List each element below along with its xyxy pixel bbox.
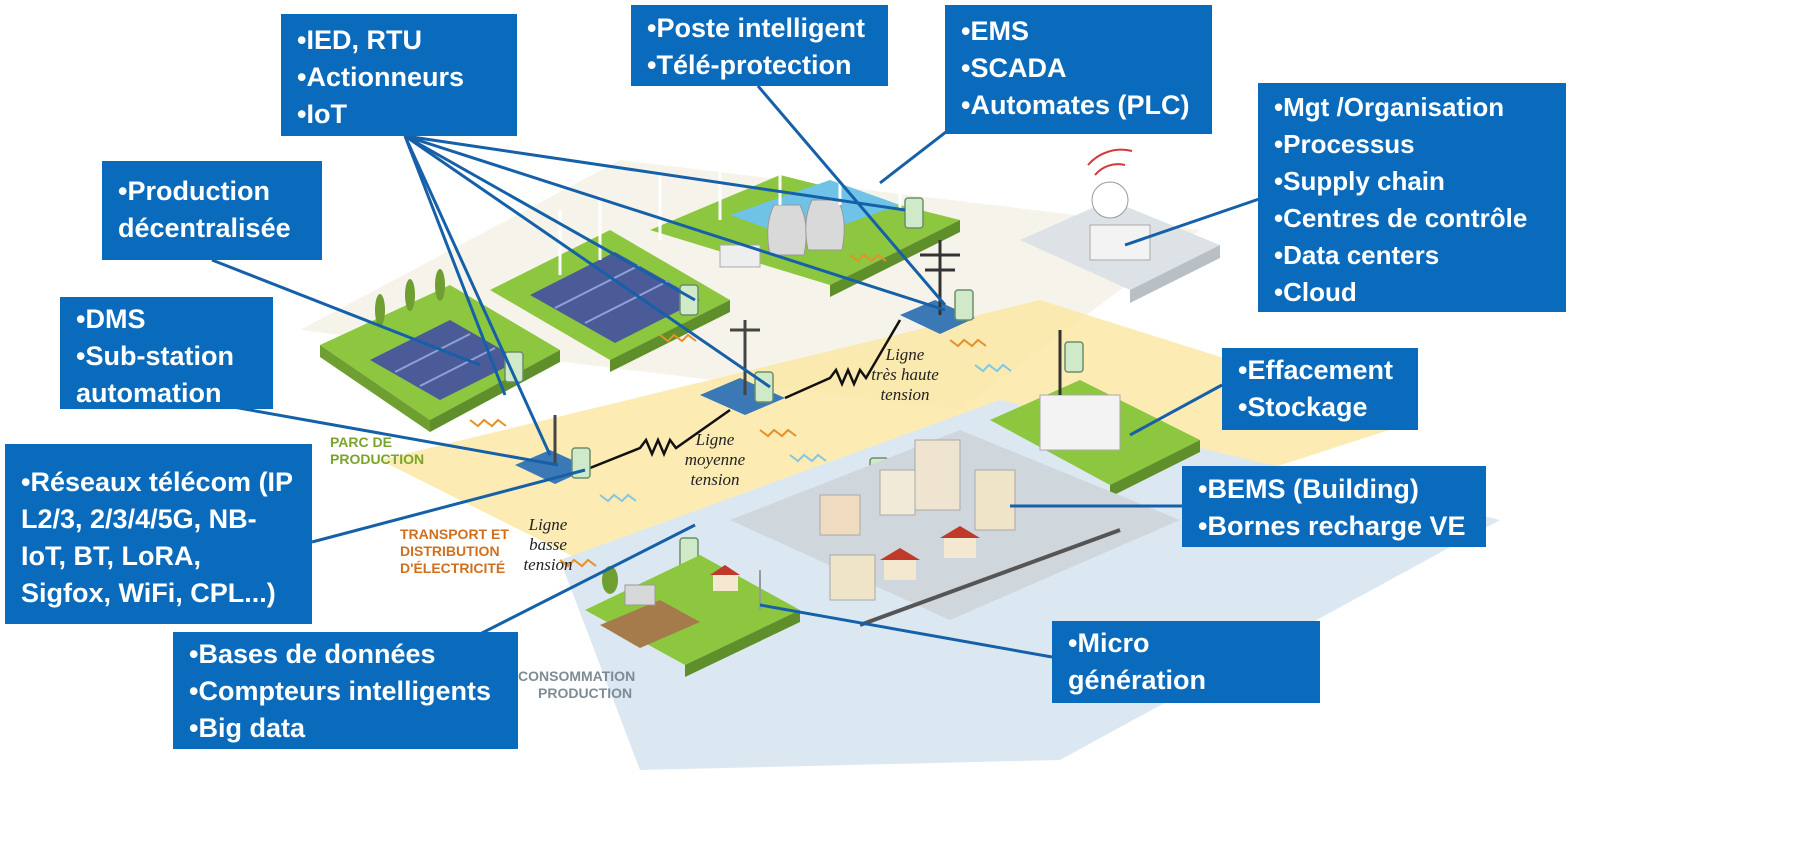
line-label-tres-haute: Ligne très haute tension [871,345,939,404]
callout-effacement-item: Stockage [1238,389,1402,426]
substation-lv [515,415,590,484]
callout-ied: IED, RTU Actionneurs IoT [281,14,517,136]
substation-hv [900,240,975,334]
radio-links [469,253,987,568]
callout-ems-item: EMS [961,13,1196,50]
svg-text:tension: tension [690,470,739,489]
zone-label-consommation: CONSOMMATION PRODUCTION [518,668,635,702]
callout-dms-item: DMS [76,301,257,338]
zone-label-parc-line1: PARC DE [330,434,392,450]
callout-ied-item: Actionneurs [297,59,501,96]
callout-production-item: décentralisée [118,213,291,243]
callout-mgt-item: Mgt /Organisation [1274,89,1550,126]
zone-label-consommation-line1: CONSOMMATION [518,668,636,684]
callout-mgt: Mgt /Organisation Processus Supply chain… [1258,83,1566,312]
callout-bems-item: BEMS (Building) [1198,471,1470,508]
callout-ied-item: IoT [297,96,501,133]
callout-bases: Bases de données Compteurs intelligents … [173,632,518,749]
svg-text:tension: tension [523,555,572,574]
callout-bases-item: Bases de données [189,636,502,673]
callout-ems: EMS SCADA Automates (PLC) [945,5,1212,134]
callout-dms-item: Sub-station [76,338,257,375]
callout-poste: Poste intelligent Télé-protection [631,5,888,86]
callout-bases-item: Compteurs intelligents [189,673,502,710]
callout-ems-item: SCADA [961,50,1196,87]
callout-bems: BEMS (Building) Bornes recharge VE [1182,466,1486,547]
zone-label-parc-line2: PRODUCTION [330,451,425,467]
svg-text:Ligne: Ligne [695,430,735,449]
callout-effacement-item: Effacement [1238,352,1402,389]
farm-platform [585,555,800,677]
storage-platform [990,330,1200,497]
control-center [1020,148,1220,303]
callout-production: Production décentralisée [102,161,322,260]
callout-dms: DMS Sub-station automation [60,297,273,409]
svg-text:très haute: très haute [871,365,939,384]
data-links [599,363,1012,503]
callout-ems-item: Automates (PLC) [961,87,1196,124]
callout-mgt-item: Supply chain [1274,163,1550,200]
line-label-basse: Ligne basse tension [523,515,572,574]
callout-production-item: Production [118,173,306,210]
callout-micro: Micro génération [1052,621,1320,703]
callout-mgt-item: Cloud [1274,274,1550,311]
svg-text:Ligne: Ligne [885,345,925,364]
callout-mgt-item: Data centers [1274,237,1550,274]
callout-bems-item: Bornes recharge VE [1198,508,1470,545]
callout-dms-item: automation [76,378,222,408]
callout-micro-item: génération [1068,665,1207,695]
callout-reseaux: Réseaux télécom (IP L2/3, 2/3/4/5G, NB-I… [5,444,312,624]
callout-reseaux-item: Réseaux télécom (IP L2/3, 2/3/4/5G, NB-I… [21,464,296,612]
city-buildings [730,430,1180,627]
callout-micro-item: Micro [1068,625,1304,662]
callout-ied-item: IED, RTU [297,22,501,59]
zone-label-transport-line2: DISTRIBUTION [400,543,500,559]
zone-label-consommation-line2: PRODUCTION [538,685,633,701]
callout-poste-item: Poste intelligent [647,10,872,47]
leader-lines [211,85,1263,659]
line-label-moyenne: Ligne moyenne tension [685,430,746,489]
callout-effacement: Effacement Stockage [1222,348,1418,430]
callout-poste-item: Télé-protection [647,47,872,84]
power-lines [589,319,902,470]
zone-label-parc: PARC DE PRODUCTION [330,434,424,468]
zone-label-transport-line3: D'ÉLECTRICITÉ [400,560,506,576]
trees [375,269,445,326]
svg-text:tension: tension [880,385,929,404]
zone-label-transport-line1: TRANSPORT ET [400,526,509,542]
callout-mgt-item: Processus [1274,126,1550,163]
svg-text:Ligne: Ligne [528,515,568,534]
solar-field-center [490,230,730,372]
svg-text:basse: basse [529,535,567,554]
callout-mgt-item: Centres de contrôle [1274,200,1550,237]
svg-text:moyenne: moyenne [685,450,746,469]
callout-bases-item: Big data [189,710,502,747]
substation-mv [700,320,785,415]
zone-label-transport: TRANSPORT ET DISTRIBUTION D'ÉLECTRICITÉ [400,526,509,577]
